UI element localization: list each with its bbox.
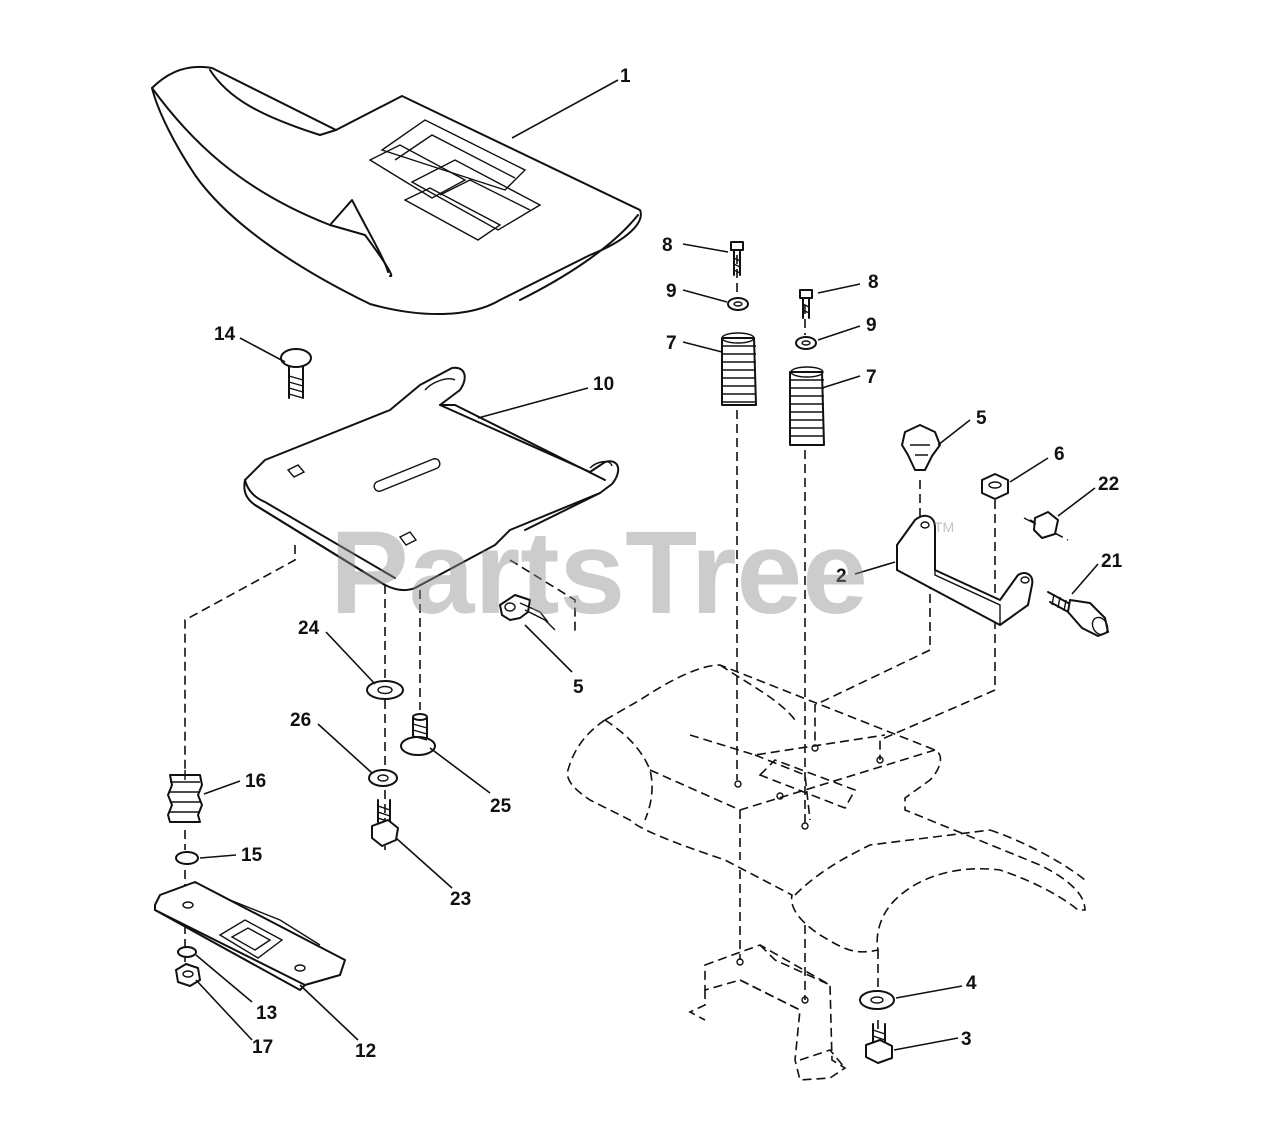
seat-switch-left xyxy=(499,594,556,631)
callout-12: 12 xyxy=(355,1041,376,1062)
watermark-trademark: TM xyxy=(934,519,954,535)
knob-21 xyxy=(1047,591,1109,637)
watermark-text: PartsTree xyxy=(330,507,868,639)
screw-3 xyxy=(865,1023,893,1064)
bracket xyxy=(896,514,1034,626)
callout-22: 22 xyxy=(1098,474,1119,495)
washer-13 xyxy=(177,946,197,958)
callout-2: 2 xyxy=(836,566,847,587)
callout-17: 17 xyxy=(252,1037,273,1058)
bolt-8-right xyxy=(799,289,813,319)
callout-9-right: 9 xyxy=(866,315,877,336)
callout-14: 14 xyxy=(214,324,236,345)
callout-10: 10 xyxy=(593,374,614,395)
callout-5-right: 5 xyxy=(976,408,987,429)
callout-8-left: 8 xyxy=(662,235,673,256)
bushing-22 xyxy=(1023,511,1059,539)
screw-23 xyxy=(371,799,399,847)
callout-23: 23 xyxy=(450,889,471,910)
seat-pan xyxy=(243,366,620,592)
washer-26 xyxy=(368,769,398,787)
carriage-bolt xyxy=(280,348,312,399)
leader-lines xyxy=(195,79,1099,1051)
fender-frame xyxy=(566,664,1086,953)
seat-switch-right xyxy=(901,424,941,471)
callout-7-left: 7 xyxy=(666,333,677,354)
callout-16: 16 xyxy=(245,771,266,792)
seat xyxy=(151,65,642,315)
washer-24 xyxy=(366,680,404,700)
washer-9-right xyxy=(795,336,817,350)
nut-6 xyxy=(981,473,1009,500)
washer-4 xyxy=(859,990,895,1010)
callout-3: 3 xyxy=(961,1029,972,1050)
callout-24: 24 xyxy=(298,618,320,639)
spring-7-left xyxy=(721,332,757,406)
washer-15 xyxy=(175,851,199,865)
nut-17 xyxy=(175,963,201,987)
callout-5-left: 5 xyxy=(573,677,584,698)
callout-13: 13 xyxy=(256,1003,277,1024)
callout-6: 6 xyxy=(1054,444,1065,465)
frame-bracket xyxy=(688,944,847,1081)
callout-21: 21 xyxy=(1101,551,1123,572)
callout-4: 4 xyxy=(966,973,977,994)
alignment-lines xyxy=(184,255,1069,1030)
shoulder-bolt xyxy=(400,713,436,756)
spring-16 xyxy=(167,770,203,823)
spring-7-right xyxy=(789,366,825,446)
washer-9-left xyxy=(727,297,749,311)
callout-26: 26 xyxy=(290,710,311,731)
callout-8-right: 8 xyxy=(868,272,879,293)
callout-25: 25 xyxy=(490,796,512,817)
partstree-watermark: PartsTree TM xyxy=(330,507,954,639)
mounting-plate xyxy=(154,881,346,991)
callouts: 1 2 3 4 5 5 6 7 7 8 8 9 9 10 12 13 14 15… xyxy=(214,66,1123,1062)
callout-1: 1 xyxy=(620,66,631,87)
callout-15: 15 xyxy=(241,845,263,866)
callout-9-left: 9 xyxy=(666,281,677,302)
callout-7-right: 7 xyxy=(866,367,877,388)
bolt-8-left xyxy=(730,241,744,276)
